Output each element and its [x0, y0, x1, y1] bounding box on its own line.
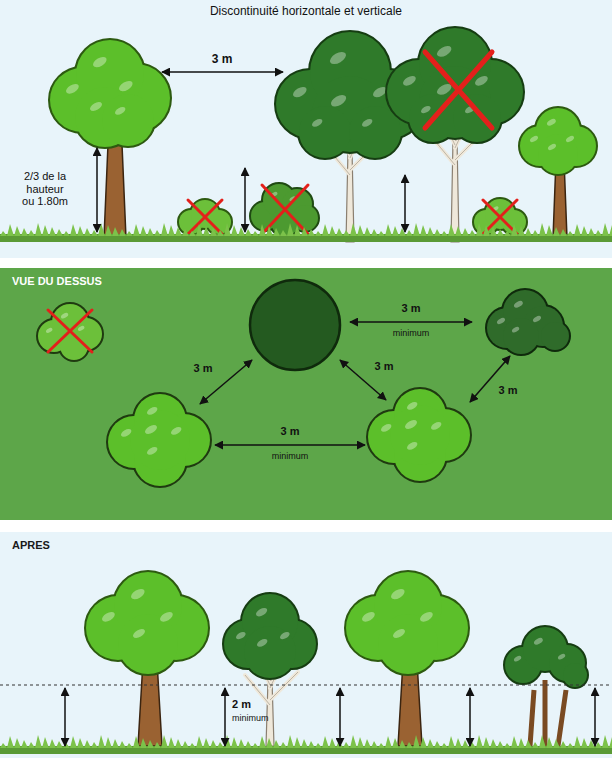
dimension-label: 3 m [366, 360, 402, 373]
cross-mark [425, 52, 492, 128]
cross-mark [483, 200, 517, 234]
panel-heading: VUE DU DESSUS [12, 275, 102, 288]
tree-canopy [474, 199, 526, 234]
dimension-label: minimum [255, 451, 325, 461]
cross-mark [48, 310, 92, 352]
dimension-arrow [224, 688, 226, 746]
dimension-arrow [64, 688, 66, 746]
panel-ground [0, 532, 612, 758]
dimension-label: minimum [376, 328, 446, 338]
dimension-label: 3 m [197, 53, 247, 67]
dimension-arrow [96, 148, 98, 232]
dimension-label: minimum [232, 713, 269, 723]
tree-canopy [50, 40, 170, 147]
grass [0, 223, 612, 242]
tree-canopy [346, 572, 468, 674]
tree-canopy [505, 627, 587, 687]
dimension-label: 3 m [265, 425, 315, 438]
tree-canopy [368, 389, 470, 481]
dimension-label: 2 m [232, 698, 251, 711]
dimension-arrow [594, 688, 596, 746]
tree-canopy [179, 200, 231, 234]
tree-canopy [224, 594, 316, 678]
dimension-arrow [404, 175, 406, 232]
dimension-label: 3 m [386, 302, 436, 315]
tree-canopy [108, 394, 210, 486]
panel-heading: APRES [12, 539, 50, 552]
tree-canopy [520, 108, 596, 174]
dimension-arrow [350, 321, 472, 323]
tree-canopy [86, 572, 208, 674]
height-line [0, 685, 612, 686]
tree-canopy [38, 304, 102, 360]
cross-mark [188, 200, 222, 234]
tree-trunk [530, 680, 566, 746]
dimension-arrow [162, 71, 283, 73]
tree-canopy [487, 290, 569, 354]
panel-ground [0, 0, 612, 258]
panel-ground [0, 268, 612, 520]
dimension-arrow [339, 688, 341, 746]
dimension-arrow [215, 444, 365, 446]
tree-canopy [387, 28, 523, 142]
dimension-label: 3 m [185, 362, 221, 375]
dimension-label: 2/3 de la hauteur ou 1.80m [19, 170, 71, 208]
panel-title: Discontinuité horizontale et verticale [106, 5, 506, 19]
grass [0, 735, 612, 754]
dimension-label: 3 m [490, 384, 526, 397]
dimension-arrow [244, 168, 246, 232]
dimension-arrow [469, 688, 471, 746]
tree-top-view [250, 280, 340, 370]
